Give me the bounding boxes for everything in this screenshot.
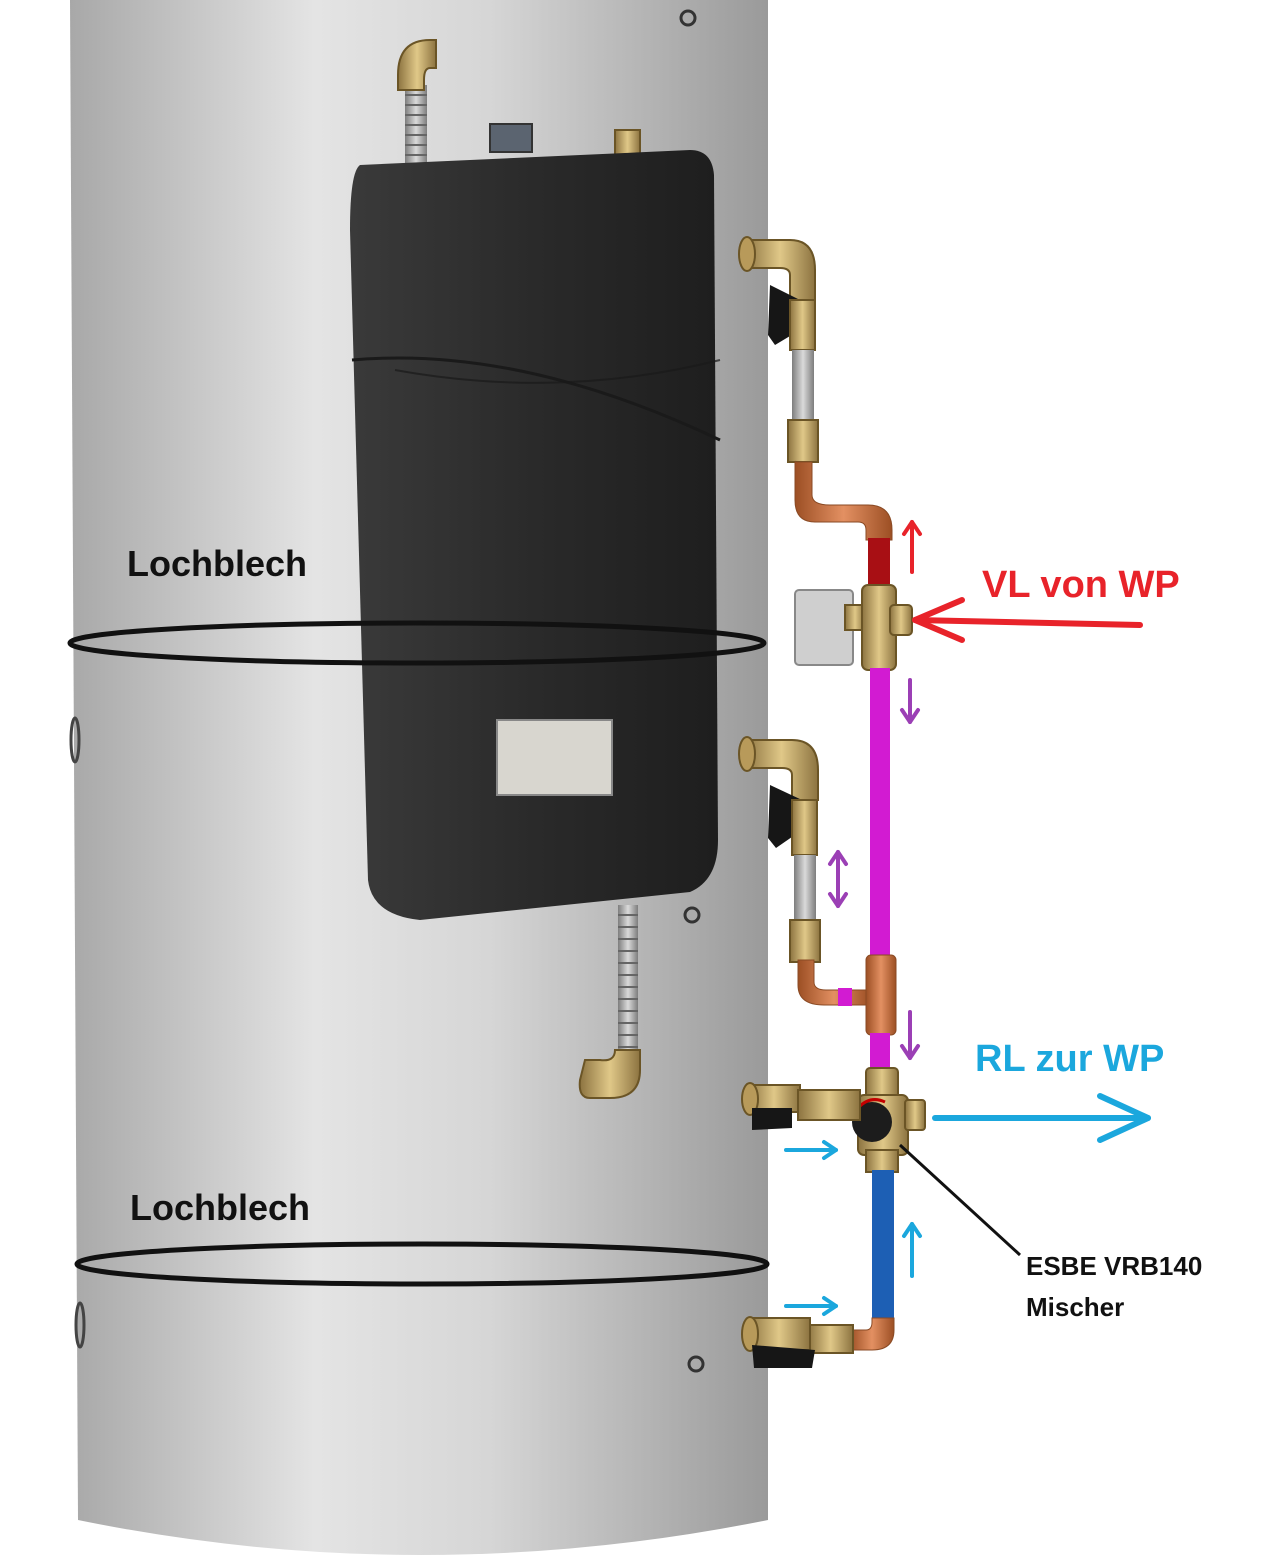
rl-label: RL zur WP: [975, 1038, 1164, 1080]
tank-port: [69, 716, 81, 764]
lochblech-ring-bottom: [74, 1241, 770, 1287]
ball-valve-handle: [752, 1108, 792, 1130]
module-display: [496, 719, 613, 796]
bottom-flex-hose: [578, 905, 641, 1099]
rl-up-arrow: [902, 1222, 922, 1278]
top-flex-hose: [397, 39, 437, 175]
module-bracket: [489, 123, 533, 153]
flow-arrows: [784, 520, 1151, 1316]
piping-assembly: [738, 236, 926, 1368]
vl-up-arrow: [902, 520, 922, 574]
rl-in-arrow: [784, 1296, 838, 1316]
ball-valve-handle: [752, 1345, 815, 1368]
rl-in-arrow: [784, 1140, 838, 1160]
tank-port: [683, 906, 701, 924]
vl-label: VL von WP: [982, 564, 1180, 606]
mix-pipe-magenta: [870, 668, 890, 968]
tank-port: [679, 9, 697, 27]
lochblech-label-top: Lochblech: [127, 543, 307, 584]
rl-pipe-blue: [872, 1170, 894, 1320]
lochblech-ring-top: [67, 620, 767, 666]
lochblech-label-bottom: Lochblech: [130, 1187, 310, 1228]
vl-inlet-arrow: [912, 597, 1143, 643]
tank-port: [687, 1355, 705, 1373]
esbe-mixer-knob: [852, 1102, 892, 1142]
mix-down-arrow: [900, 678, 920, 724]
rl-outlet-arrow: [932, 1093, 1151, 1143]
fresh-water-module: [350, 150, 721, 920]
mix-down-arrow: [900, 1010, 920, 1060]
esbe-label-line2: Mischer: [1026, 1292, 1124, 1322]
tank-port: [74, 1301, 86, 1349]
vl-pipe-red: [868, 538, 890, 588]
esbe-label-line1: ESBE VRB140: [1026, 1251, 1202, 1281]
esbe-callout-line: [898, 1143, 1022, 1257]
mix-bidirectional-arrow: [828, 850, 848, 908]
